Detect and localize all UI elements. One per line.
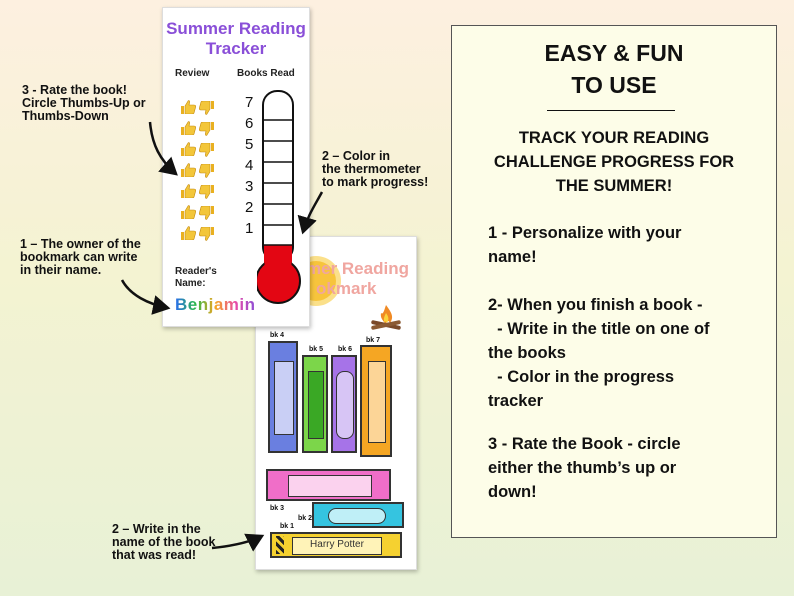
thermometer-number: 6 — [245, 115, 254, 132]
thumbs-column — [181, 100, 221, 250]
thumbs-pair[interactable] — [181, 100, 221, 116]
panel-step-2: 2- When you finish a book - - Write in t… — [488, 296, 710, 410]
panel-step-3: 3 - Rate the Book - circle either the th… — [488, 435, 681, 501]
thumbs-down-icon[interactable] — [199, 121, 214, 136]
book-4[interactable] — [268, 341, 298, 453]
number-column: 7 6 5 4 3 2 1 — [245, 94, 259, 244]
tracker-title-line: Tracker — [205, 39, 267, 58]
thumbs-down-icon[interactable] — [199, 100, 214, 115]
annotation-line: Thumbs-Down — [22, 109, 109, 123]
thumbs-pair[interactable] — [181, 226, 221, 242]
book-label: bk 1 — [280, 523, 295, 530]
thumbs-pair[interactable] — [181, 142, 221, 158]
tracker-card: Summer Reading Tracker Review Books Read… — [162, 7, 310, 327]
arrow-step1 — [120, 279, 171, 315]
thermometer-number: 2 — [245, 199, 254, 216]
annotation-line: to mark progress! — [322, 175, 429, 189]
reader-label-line: Reader's — [175, 266, 217, 277]
reader-name-value[interactable]: Benjamin — [175, 295, 256, 314]
thermometer-number: 5 — [245, 136, 254, 153]
bookmark-title-line: okmark — [316, 279, 377, 298]
annotation-step2-write: 2 – Write in the name of the book that w… — [112, 523, 215, 562]
book-2[interactable] — [312, 502, 404, 528]
book-label: bk 4 — [270, 332, 285, 339]
thumbs-up-icon[interactable] — [181, 226, 196, 241]
arrow-step3 — [148, 121, 178, 176]
annotation-step1: 1 – The owner of the bookmark can write … — [20, 238, 141, 277]
thumbs-up-icon[interactable] — [181, 121, 196, 136]
tracker-title-line: Summer Reading — [166, 19, 306, 38]
annotation-line: bookmark can write — [20, 250, 138, 264]
books-read-header: Books Read — [237, 68, 295, 79]
panel-divider — [547, 110, 675, 111]
book-5[interactable] — [302, 355, 328, 453]
arrow-step2-color — [297, 191, 324, 235]
annotation-line: the thermometer — [322, 162, 421, 176]
book-label: bk 3 — [270, 505, 285, 512]
annotation-line: in their name. — [20, 263, 102, 277]
thermometer — [255, 90, 301, 308]
tracker-title: Summer Reading Tracker — [163, 19, 309, 59]
panel-heading: TO USE — [571, 72, 657, 98]
thumbs-up-icon[interactable] — [181, 205, 196, 220]
annotation-line: 2 – Write in the — [112, 522, 201, 536]
thumbs-up-icon[interactable] — [181, 100, 196, 115]
thermometer-number: 7 — [245, 94, 254, 111]
thumbs-up-icon[interactable] — [181, 184, 196, 199]
thumbs-up-icon[interactable] — [181, 142, 196, 157]
review-header: Review — [175, 68, 210, 79]
annotation-line: 1 – The owner of the — [20, 237, 141, 251]
book-1[interactable]: Harry Potter — [270, 532, 402, 558]
book-label: bk 6 — [338, 346, 353, 353]
panel-step-1: 1 - Personalize with your name! — [488, 224, 682, 266]
book-label: bk 2 — [298, 515, 313, 522]
annotation-step3: 3 - Rate the book! Circle Thumbs-Up or T… — [22, 84, 146, 123]
annotation-line: name of the book — [112, 535, 216, 549]
book-7[interactable] — [360, 345, 392, 457]
annotation-line: 3 - Rate the book! — [22, 83, 127, 97]
thermometer-number: 1 — [245, 220, 254, 237]
panel-heading: EASY & FUN — [544, 40, 684, 66]
thermometer-number: 3 — [245, 178, 254, 195]
thumbs-down-icon[interactable] — [199, 205, 214, 220]
annotation-line: Circle Thumbs-Up or — [22, 96, 146, 110]
thumbs-pair[interactable] — [181, 163, 221, 179]
thumbs-down-icon[interactable] — [199, 226, 214, 241]
book-3[interactable] — [266, 469, 391, 501]
annotation-step2-color: 2 – Color in the thermometer to mark pro… — [322, 150, 428, 189]
bookmark-title: mer Reading okmark — [306, 259, 416, 299]
instructions-panel: EASY & FUN TO USE TRACK YOUR READING CHA… — [451, 25, 777, 538]
thumbs-down-icon[interactable] — [199, 184, 214, 199]
thumbs-up-icon[interactable] — [181, 163, 196, 178]
annotation-line: that was read! — [112, 548, 197, 562]
campfire-icon — [368, 303, 404, 333]
book-6[interactable] — [331, 355, 357, 453]
panel-subheading: TRACK YOUR READING — [518, 129, 710, 147]
thumbs-pair[interactable] — [181, 205, 221, 221]
book-1-title: Harry Potter — [310, 539, 364, 550]
bookmark-title-line: mer Reading — [306, 259, 409, 278]
thumbs-down-icon[interactable] — [199, 142, 214, 157]
panel-subheading: THE SUMMER! — [555, 177, 673, 195]
thumbs-pair[interactable] — [181, 184, 221, 200]
thermometer-number: 4 — [245, 157, 254, 174]
book-label: bk 5 — [309, 346, 324, 353]
annotation-line: 2 – Color in — [322, 149, 391, 163]
reader-label-line: Name: — [175, 278, 206, 289]
reader-name-label: Reader's Name: — [175, 266, 217, 290]
book-label: bk 7 — [366, 337, 381, 344]
arrow-step2-write — [211, 533, 265, 552]
thumbs-pair[interactable] — [181, 121, 221, 137]
panel-subheading: CHALLENGE PROGRESS FOR — [493, 153, 735, 171]
thumbs-down-icon[interactable] — [199, 163, 214, 178]
